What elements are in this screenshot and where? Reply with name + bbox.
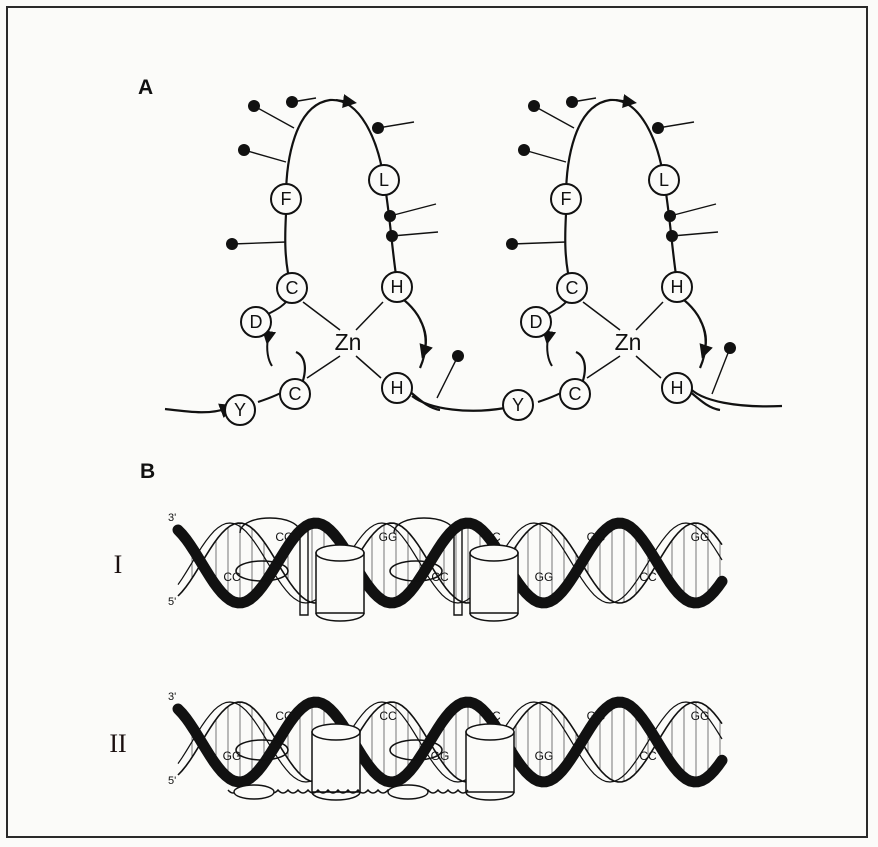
base-pair-label: CC (483, 530, 501, 544)
strand-end-bottom: 5' (168, 596, 176, 608)
strand-end-top: 3' (168, 512, 176, 524)
cylinder-top (466, 724, 514, 740)
finger-cylinder (470, 545, 518, 621)
cylinder-top (316, 545, 364, 561)
finger-base-ellipse (234, 785, 274, 799)
strand-end-bottom: 5' (168, 775, 176, 787)
finger-base-ellipse (388, 785, 428, 799)
cylinder-bottom (466, 792, 514, 800)
base-pair-label: GG (691, 709, 710, 723)
base-pair-label: CC (275, 709, 293, 723)
base-pair-label: CC (639, 749, 657, 763)
cylinder-top (312, 724, 360, 740)
base-pair-label: CC (483, 709, 501, 723)
cylinder-bottom (316, 613, 364, 621)
dna-row: II3'5'GGCCGGCCGGCCGGGGCCGG (109, 691, 722, 800)
strand-end-top: 3' (168, 691, 176, 703)
base-pair-label: CC (379, 709, 397, 723)
cylinder-body (466, 732, 514, 792)
dna-row: I3'5'CCCCGGGGCCCCGGGGCCGG (114, 512, 722, 621)
base-pair-label: GG (691, 530, 710, 544)
base-pair-label: GG (587, 709, 606, 723)
cylinder-bottom (470, 613, 518, 621)
cylinder-body (316, 553, 364, 613)
row-label: I (114, 550, 123, 579)
panel-b-label: B (140, 460, 155, 483)
base-pair-label: CC (275, 530, 293, 544)
base-pair-label: GG (587, 530, 606, 544)
base-pair-label: CC (223, 570, 241, 584)
cylinder-top (470, 545, 518, 561)
finger-cylinder (312, 724, 360, 800)
base-pair-label: GG (223, 749, 242, 763)
base-pair-label: CC (431, 570, 449, 584)
base-pair-label: GG (431, 749, 450, 763)
dna-rows: I 3' 5' CC CC GG GG CC CC GG GG CC GG II 3' 5' GG CC GG CC G… (109, 512, 722, 800)
row-label: II (109, 729, 126, 758)
finger-cylinder (466, 724, 514, 800)
base-pair-label: GG (535, 749, 554, 763)
finger-cylinder (316, 545, 364, 621)
cylinder-body (312, 732, 360, 792)
base-pair-label: CC (639, 570, 657, 584)
cylinder-body (470, 553, 518, 613)
base-pair-label: GG (535, 570, 554, 584)
